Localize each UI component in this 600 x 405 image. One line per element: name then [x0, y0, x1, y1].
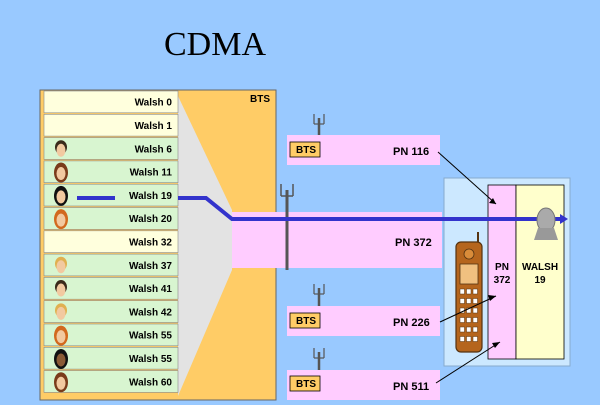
walsh-label: Walsh 1	[135, 121, 173, 132]
pn-label: PN 116	[393, 146, 429, 158]
keypad-key	[459, 288, 465, 295]
keypad-key	[472, 336, 478, 342]
keypad-key	[459, 326, 465, 333]
keypad-key	[466, 326, 472, 333]
keypad-key	[466, 317, 472, 323]
user-face-icon	[54, 325, 68, 346]
walsh-label: Walsh 55	[129, 331, 172, 342]
keypad-key	[472, 326, 478, 333]
phone-walsh-label: WALSH	[522, 262, 558, 273]
user-face-icon	[54, 185, 68, 206]
walsh-row: Walsh 6	[43, 137, 179, 160]
walsh-row: Walsh 37	[43, 253, 179, 277]
walsh-label: Walsh 60	[129, 377, 172, 388]
phone-pn-value: 372	[494, 275, 511, 286]
bts-label: BTS	[296, 316, 316, 327]
walsh-label: Walsh 20	[129, 214, 172, 225]
walsh-row: Walsh 55	[43, 346, 179, 370]
mobile-phone-icon	[455, 232, 483, 353]
receiver-head-icon	[534, 207, 558, 240]
walsh-row: Walsh 11	[43, 160, 179, 183]
walsh-label: Walsh 55	[129, 354, 172, 365]
code-fan	[178, 96, 232, 396]
keypad-key	[466, 307, 472, 314]
bts-box-top: BTS PN 116	[287, 114, 440, 165]
bts-box-mid: BTS PN 226	[287, 284, 440, 336]
walsh-row: Walsh 41	[43, 277, 179, 300]
walsh-label: Walsh 42	[129, 307, 172, 318]
walsh-label: Walsh 11	[130, 168, 173, 179]
walsh-code-list: Walsh 0 Walsh 1 Walsh 6 Walsh 11 Walsh 19 Wal…	[43, 90, 179, 393]
antenna-icon	[313, 284, 325, 306]
main-pn-label: PN 372	[395, 237, 432, 249]
keypad-key	[459, 317, 465, 323]
antenna-icon	[313, 348, 325, 370]
phone-pn-label: PN	[495, 262, 509, 273]
walsh-row: Walsh 55	[43, 323, 179, 347]
keypad-key	[472, 288, 478, 295]
keypad-key	[459, 336, 465, 342]
keypad-key	[466, 288, 472, 295]
walsh-row: Walsh 19	[43, 183, 179, 207]
keypad-key	[466, 298, 472, 304]
user-face-icon	[55, 140, 67, 157]
user-face-icon	[55, 303, 67, 320]
phone-walsh-value: 19	[534, 275, 546, 286]
walsh-row: Walsh 42	[43, 300, 179, 323]
keypad	[459, 288, 478, 342]
user-face-icon	[54, 162, 68, 183]
walsh-row: Walsh 20	[43, 207, 179, 230]
walsh-label: Walsh 32	[129, 237, 172, 248]
keypad-key	[472, 298, 478, 304]
link-arrowhead	[560, 214, 568, 224]
bts-label: BTS	[296, 145, 316, 156]
walsh-19-link-line	[178, 196, 560, 221]
user-face-icon	[54, 348, 68, 369]
walsh-label: Walsh 41	[129, 284, 172, 295]
walsh-label: Walsh 19	[129, 191, 172, 202]
pn-label: PN 511	[393, 381, 429, 393]
bts-box-bottom: BTS PN 511	[287, 348, 440, 400]
pn-label: PN 226	[393, 317, 430, 329]
main-antenna-icon	[280, 184, 294, 270]
user-face-icon	[54, 209, 68, 230]
walsh-row: Walsh 32	[43, 230, 179, 253]
walsh-row: Walsh 0	[43, 90, 179, 114]
user-face-icon	[55, 256, 67, 274]
walsh-label: Walsh 37	[129, 261, 172, 272]
walsh-row: Walsh 60	[43, 370, 179, 393]
keypad-key	[459, 298, 465, 304]
page-title: CDMA	[163, 26, 267, 63]
bts-panel-label: BTS	[250, 94, 270, 105]
user-face-icon	[55, 280, 67, 297]
keypad-key	[472, 307, 478, 314]
main-pn-band	[232, 212, 442, 268]
walsh-label: Walsh 6	[135, 144, 173, 155]
antenna-icon	[313, 114, 325, 135]
pn-arrows	[435, 151, 501, 384]
user-face-icon	[54, 372, 68, 393]
walsh-row: Walsh 1	[43, 114, 179, 137]
keypad-key	[472, 317, 478, 323]
bts-label: BTS	[296, 379, 316, 390]
walsh-label: Walsh 0	[135, 98, 173, 109]
keypad-key	[466, 336, 472, 342]
